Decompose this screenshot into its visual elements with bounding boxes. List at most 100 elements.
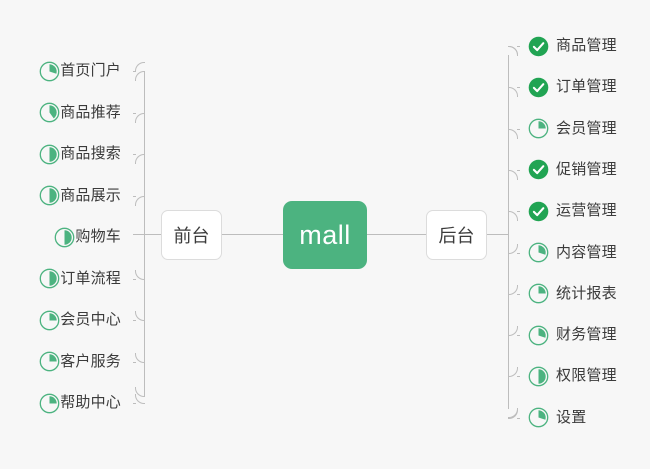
back-end-item-label: 订单管理 <box>556 78 617 96</box>
front-end-item-stub <box>133 278 136 280</box>
back-end-item-elbow <box>508 211 518 222</box>
left-branch-trunk <box>144 234 162 235</box>
front-end-item[interactable]: 商品展示 <box>39 183 128 209</box>
check-circle-icon <box>528 77 549 98</box>
back-end-item-stub <box>517 417 520 419</box>
right-branch-trunk <box>487 234 509 235</box>
back-end-item-stub <box>517 46 520 47</box>
left-branch-spine <box>144 71 145 396</box>
node-root-mall[interactable]: mall <box>283 201 367 269</box>
back-end-item-stub <box>517 211 520 213</box>
back-end-item-label: 统计报表 <box>556 284 617 302</box>
check-circle-icon <box>528 36 549 57</box>
node-front-end[interactable]: 前台 <box>161 210 222 260</box>
pie-progress-icon <box>39 310 60 331</box>
front-end-item-elbow <box>135 71 145 81</box>
pie-progress-icon <box>39 144 60 165</box>
root-to-front-connector <box>222 234 284 235</box>
back-end-item-elbow <box>508 169 518 180</box>
back-end-item[interactable]: 内容管理 <box>528 240 617 266</box>
front-end-item-stub <box>133 403 136 404</box>
check-circle-icon <box>528 159 549 180</box>
front-end-item[interactable]: 首页门户 <box>39 58 128 84</box>
front-end-item-label: 商品搜索 <box>60 145 121 162</box>
front-end-item-elbow <box>135 195 145 206</box>
pie-progress-icon <box>39 185 60 206</box>
back-end-item-stub <box>517 252 520 254</box>
node-back-end-label: 后台 <box>438 226 475 246</box>
back-end-item-label: 财务管理 <box>556 326 617 344</box>
front-end-item-label: 客户服务 <box>60 352 121 370</box>
pie-progress-icon <box>528 283 549 304</box>
back-end-item-elbow <box>508 87 518 98</box>
right-branch-spine <box>508 55 509 409</box>
pie-progress-icon <box>528 407 549 428</box>
back-end-item-label: 会员管理 <box>556 119 617 137</box>
pie-progress-icon <box>39 61 60 82</box>
back-end-item-label: 促销管理 <box>556 160 617 178</box>
front-end-item-label: 会员中心 <box>60 311 121 328</box>
back-end-item[interactable]: 订单管理 <box>528 74 617 100</box>
front-end-item[interactable]: 商品搜索 <box>39 141 128 167</box>
root-to-back-connector <box>366 234 427 235</box>
back-end-item[interactable]: 促销管理 <box>528 157 617 183</box>
front-end-item-elbow <box>135 154 145 164</box>
front-end-item-label: 购物车 <box>75 228 121 245</box>
pie-progress-icon <box>39 102 60 123</box>
front-end-item-stub <box>133 112 136 114</box>
front-end-item[interactable]: 购物车 <box>54 224 128 250</box>
back-end-item-label: 设置 <box>556 408 587 426</box>
back-end-item-elbow <box>508 46 518 56</box>
front-end-item-stub <box>133 234 145 235</box>
front-end-item-elbow <box>135 394 145 404</box>
back-end-item[interactable]: 权限管理 <box>528 363 617 389</box>
front-end-item-elbow <box>135 352 145 363</box>
pie-progress-icon <box>39 393 60 414</box>
back-end-item-stub <box>517 128 520 130</box>
node-root-label: mall <box>299 219 351 250</box>
front-end-item-label: 商品展示 <box>60 186 121 204</box>
front-end-item-label: 商品推荐 <box>60 103 121 121</box>
front-end-item-label: 帮助中心 <box>60 394 121 411</box>
back-end-item-stub <box>517 169 520 171</box>
pie-progress-icon <box>528 118 549 139</box>
front-end-item-stub <box>133 71 136 72</box>
pie-progress-icon <box>528 366 549 387</box>
front-end-item-label: 首页门户 <box>60 62 121 79</box>
front-end-item-stub <box>133 154 136 155</box>
left-branch-top-cap <box>135 62 145 72</box>
front-end-item-stub <box>133 195 136 197</box>
back-end-item-elbow <box>508 128 518 139</box>
back-end-item-stub <box>517 87 520 89</box>
front-end-item-label: 订单流程 <box>60 269 121 287</box>
front-end-item-stub <box>133 361 136 363</box>
back-end-item[interactable]: 财务管理 <box>528 322 617 348</box>
front-end-item-elbow <box>135 269 145 280</box>
check-circle-icon <box>528 201 549 222</box>
back-end-item[interactable]: 运营管理 <box>528 198 617 224</box>
back-end-item[interactable]: 统计报表 <box>528 281 617 307</box>
front-end-item[interactable]: 帮助中心 <box>39 390 128 416</box>
back-end-item[interactable]: 会员管理 <box>528 116 617 142</box>
front-end-item[interactable]: 会员中心 <box>39 307 128 333</box>
pie-progress-icon <box>54 227 75 248</box>
front-end-item[interactable]: 客户服务 <box>39 349 128 375</box>
pie-progress-icon <box>39 351 60 372</box>
back-end-item-label: 运营管理 <box>556 202 617 220</box>
pie-progress-icon <box>528 325 549 346</box>
back-end-item-label: 权限管理 <box>556 367 617 385</box>
front-end-item[interactable]: 商品推荐 <box>39 100 128 126</box>
back-end-item-label: 商品管理 <box>556 37 617 54</box>
back-end-item[interactable]: 设置 <box>528 405 586 431</box>
back-end-item-label: 内容管理 <box>556 243 617 261</box>
node-front-end-label: 前台 <box>173 226 210 246</box>
pie-progress-icon <box>528 242 549 263</box>
pie-progress-icon <box>39 268 60 289</box>
back-end-item[interactable]: 商品管理 <box>528 33 617 59</box>
front-end-item-elbow <box>135 112 145 123</box>
node-back-end[interactable]: 后台 <box>426 210 487 260</box>
front-end-item[interactable]: 订单流程 <box>39 266 128 292</box>
back-end-item-stub <box>517 376 520 378</box>
front-end-item-stub <box>133 320 136 321</box>
